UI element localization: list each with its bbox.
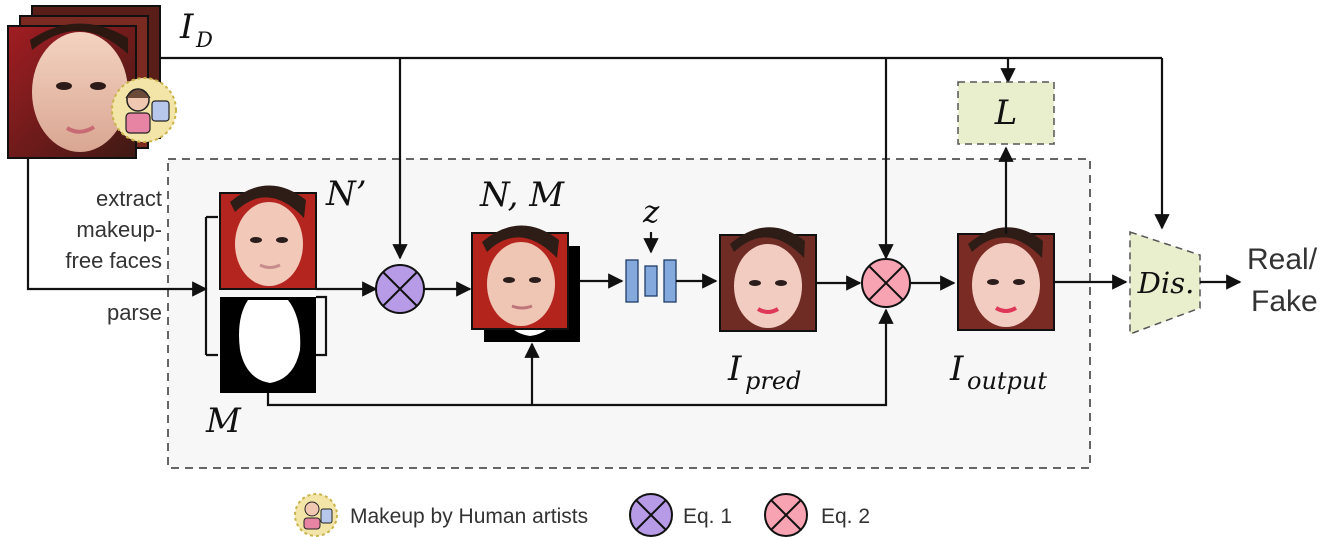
input-images-label: I — [179, 7, 194, 47]
eq1-operation — [375, 264, 425, 314]
concat-label: N, M — [479, 175, 565, 215]
makeup-free-face-image — [219, 185, 317, 290]
input-to-split-arrow — [26, 158, 208, 297]
extract-label-line1: extract — [96, 186, 162, 211]
discriminator-label: Dis. — [1137, 266, 1195, 300]
prediction-subscript: pred — [745, 367, 801, 395]
mask-bracket — [316, 295, 328, 357]
legend-eq2-text: Eq. 2 — [821, 505, 870, 528]
legend-eq1-icon — [629, 493, 673, 537]
loss-label: L — [994, 93, 1018, 133]
result-label-line1: Real/ — [1247, 243, 1318, 276]
generator-module-panel — [167, 158, 1091, 469]
parsed-image-label: N’ — [325, 174, 367, 214]
split-bracket — [204, 215, 218, 357]
legend-eq1-text: Eq. 1 — [683, 505, 732, 528]
concat-images — [471, 225, 580, 342]
legend-human-text: Makeup by Human artists — [350, 505, 588, 528]
input-image-stack — [7, 5, 177, 159]
prediction-image — [719, 227, 817, 332]
discriminator-box — [1129, 230, 1201, 336]
input-images-subscript: D — [195, 28, 213, 52]
face-mask-image — [220, 297, 316, 393]
input-face-image — [7, 23, 137, 159]
makeup-artist-icon — [111, 77, 177, 143]
output-subscript: output — [967, 367, 1047, 395]
result-label-line2: Fake — [1251, 285, 1318, 318]
legend: Makeup by Human artists Eq. 1 Eq. 2 — [294, 493, 870, 537]
prediction-label: I — [727, 349, 742, 389]
parse-label: parse — [107, 300, 162, 325]
output-label: I — [949, 349, 964, 389]
generator-network — [625, 259, 677, 303]
mask-to-operations-line — [266, 308, 894, 407]
noise-label: z — [642, 194, 660, 230]
legend-eq2-icon — [764, 493, 808, 537]
legend-human-icon — [294, 493, 338, 537]
extract-label-line3: free faces — [65, 248, 162, 273]
eq2-operation — [861, 258, 911, 308]
output-image — [957, 227, 1055, 331]
extract-label-line2: makeup- — [76, 217, 162, 242]
mask-label: M — [205, 401, 242, 441]
loss-box — [957, 81, 1055, 145]
